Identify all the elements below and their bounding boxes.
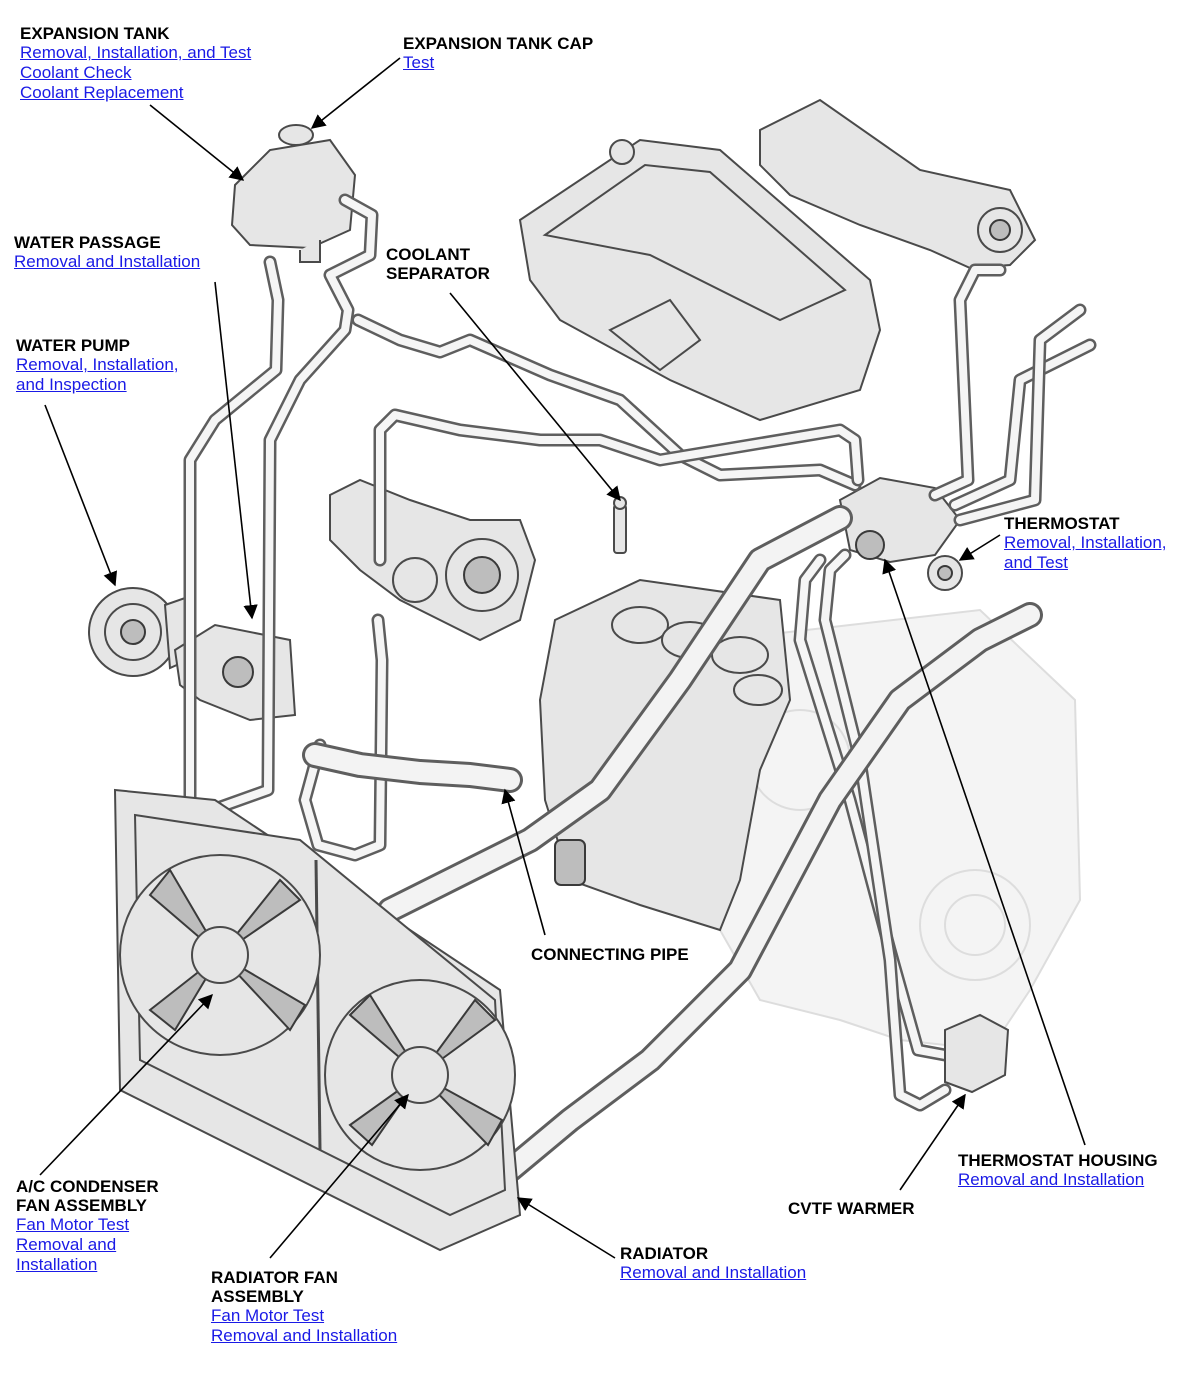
leader-radiator bbox=[516, 1197, 616, 1259]
radiator-fan-title-2: ASSEMBLY bbox=[211, 1287, 304, 1306]
radiator-fan-motor-test-link[interactable]: Fan Motor Test bbox=[211, 1306, 325, 1325]
ac-condenser-fan-removal-link-1[interactable]: Removal and bbox=[16, 1235, 117, 1254]
thermostat bbox=[927, 555, 963, 591]
callout-water-passage: WATER PASSAGE Removal and Installation bbox=[14, 233, 200, 272]
leader-ac-condenser-fan bbox=[39, 993, 213, 1176]
coolant-hoses bbox=[183, 193, 1097, 1183]
water-pump bbox=[88, 587, 190, 677]
coolant-check-link[interactable]: Coolant Check bbox=[20, 63, 132, 82]
radiator-title: RADIATOR bbox=[620, 1244, 709, 1263]
callout-ac-condenser-fan: A/C CONDENSER FAN ASSEMBLY Fan Motor Tes… bbox=[16, 1177, 159, 1275]
water-pump-removal-link-1[interactable]: Removal, Installation, bbox=[16, 355, 179, 374]
leader-water-pump bbox=[44, 404, 118, 587]
coolant-separator bbox=[613, 496, 627, 554]
leader-expansion-tank-cap bbox=[310, 57, 401, 129]
expansion-tank bbox=[230, 124, 357, 263]
thermostat-title: THERMOSTAT bbox=[1004, 514, 1120, 533]
turbocharger bbox=[329, 478, 537, 642]
expansion-tank-cap-title: EXPANSION TANK CAP bbox=[403, 34, 594, 53]
leader-cvtf-warmer bbox=[899, 1093, 966, 1191]
ac-condenser-fan-assembly bbox=[119, 854, 321, 1056]
thermostat-housing-title: THERMOSTAT HOUSING bbox=[958, 1151, 1158, 1170]
cvtf-warmer-title: CVTF WARMER bbox=[788, 1199, 915, 1218]
thermostat-removal-link-2[interactable]: and Test bbox=[1004, 553, 1068, 572]
callout-coolant-separator: COOLANT SEPARATOR bbox=[386, 245, 490, 283]
intake-manifold bbox=[759, 98, 1037, 270]
thermostat-removal-link-1[interactable]: Removal, Installation, bbox=[1004, 533, 1167, 552]
callout-radiator: RADIATOR Removal and Installation bbox=[620, 1244, 806, 1283]
callout-connecting-pipe: CONNECTING PIPE bbox=[531, 945, 689, 964]
ac-condenser-fan-removal-link-2[interactable]: Installation bbox=[16, 1255, 98, 1274]
callout-expansion-tank-cap: EXPANSION TANK CAP Test bbox=[403, 34, 593, 73]
expansion-tank-cap-test-link[interactable]: Test bbox=[403, 53, 435, 72]
callout-water-pump: WATER PUMP Removal, Installation, and In… bbox=[16, 336, 179, 395]
coolant-separator-title-2: SEPARATOR bbox=[386, 264, 490, 283]
leader-thermostat-housing bbox=[882, 558, 1086, 1146]
engine-block bbox=[538, 578, 792, 932]
callout-expansion-tank: EXPANSION TANK Removal, Installation, an… bbox=[20, 24, 251, 103]
cvtf-warmer bbox=[944, 1013, 1010, 1094]
leader-connecting-pipe bbox=[501, 788, 546, 936]
cylinder-head bbox=[518, 138, 882, 422]
leader-water-passage bbox=[214, 281, 258, 620]
leader-expansion-tank bbox=[149, 104, 245, 181]
water-passage-title: WATER PASSAGE bbox=[14, 233, 161, 252]
ac-condenser-fan-title-1: A/C CONDENSER bbox=[16, 1177, 159, 1196]
radiator-fan-title-1: RADIATOR FAN bbox=[211, 1268, 338, 1287]
callout-thermostat-housing: THERMOSTAT HOUSING Removal and Installat… bbox=[958, 1151, 1158, 1190]
coolant-separator-title-1: COOLANT bbox=[386, 245, 471, 264]
callout-thermostat: THERMOSTAT Removal, Installation, and Te… bbox=[1004, 514, 1167, 573]
radiator-fan-assembly bbox=[324, 979, 516, 1171]
leader-thermostat bbox=[958, 534, 1001, 561]
expansion-tank-removal-link[interactable]: Removal, Installation, and Test bbox=[20, 43, 252, 62]
callout-radiator-fan: RADIATOR FAN ASSEMBLY Fan Motor Test Rem… bbox=[211, 1268, 397, 1346]
radiator-fan-removal-link[interactable]: Removal and Installation bbox=[211, 1326, 398, 1345]
leader-coolant-separator bbox=[449, 292, 621, 502]
coolant-replacement-link[interactable]: Coolant Replacement bbox=[20, 83, 184, 102]
expansion-tank-title: EXPANSION TANK bbox=[20, 24, 170, 43]
water-passage-removal-link[interactable]: Removal and Installation bbox=[14, 252, 201, 271]
leader-radiator-fan bbox=[269, 1093, 409, 1259]
connecting-pipe-title: CONNECTING PIPE bbox=[531, 945, 689, 964]
radiator-removal-link[interactable]: Removal and Installation bbox=[620, 1263, 807, 1282]
leader-lines bbox=[39, 57, 1086, 1259]
ac-condenser-fan-title-2: FAN ASSEMBLY bbox=[16, 1196, 147, 1215]
ac-condenser-fan-motor-test-link[interactable]: Fan Motor Test bbox=[16, 1215, 130, 1234]
callout-cvtf-warmer: CVTF WARMER bbox=[788, 1199, 915, 1218]
water-pump-title: WATER PUMP bbox=[16, 336, 130, 355]
thermostat-housing-removal-link[interactable]: Removal and Installation bbox=[958, 1170, 1145, 1189]
water-pump-removal-link-2[interactable]: and Inspection bbox=[16, 375, 127, 394]
